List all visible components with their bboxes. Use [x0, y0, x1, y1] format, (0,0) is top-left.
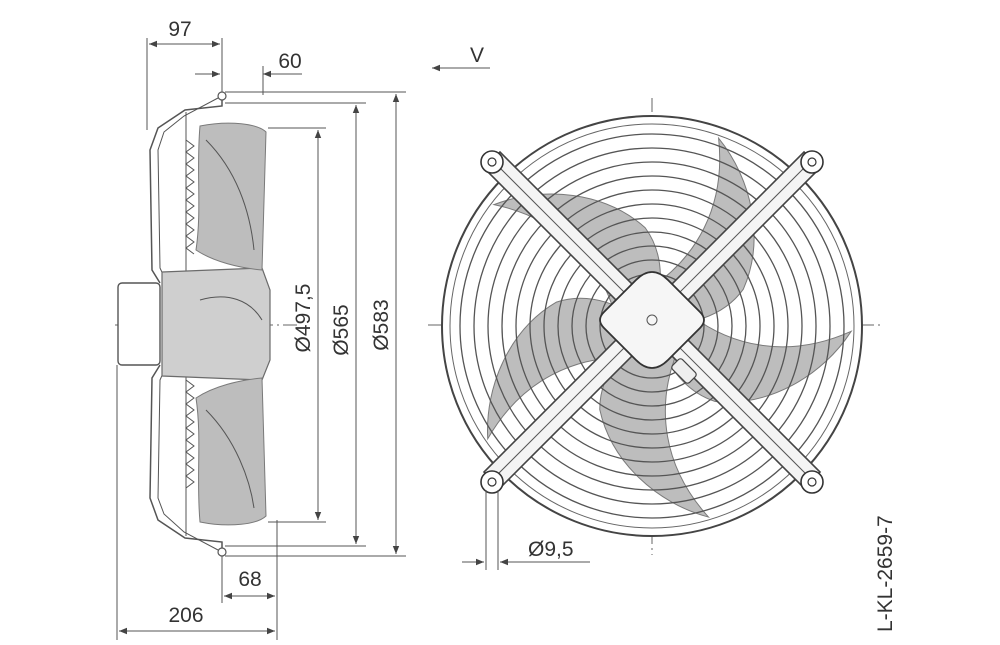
dim-label-97: 97: [168, 18, 191, 41]
mount-holes: [480, 150, 824, 494]
blade-side-edges: [199, 139, 263, 509]
guard-ring: [501, 175, 803, 477]
mount-hole-top-left-inner: [487, 157, 497, 167]
mount-hole-bottom-left-inner: [487, 477, 497, 487]
guard-ring: [571, 245, 733, 407]
guard-rings: [459, 133, 845, 519]
drawing-code: L-KL-2659-7: [874, 515, 897, 632]
hub-plate: [599, 271, 705, 369]
guard-ring: [529, 203, 775, 449]
mount-hole-bottom-right-inner: [807, 477, 817, 487]
guard-ring: [459, 133, 845, 519]
dim-label-blade-diameter: Ø497,5: [292, 284, 315, 353]
cable-gland: [671, 358, 697, 384]
front-view: [428, 98, 880, 555]
guard-ring: [557, 231, 747, 421]
motor-body: [117, 282, 161, 366]
mounting-frame-inner: [157, 97, 219, 551]
dim-label-565: Ø565: [330, 304, 353, 355]
guard-ring: [585, 259, 719, 393]
side-dimensions: 97 60 Ø497,5 Ø565 Ø583 68 206: [116, 18, 406, 640]
front-dimensions: Ø9,5 V: [432, 44, 590, 570]
frame-bottom-lug: [217, 547, 227, 557]
cable-gland-body: [671, 358, 697, 384]
guard-ring: [473, 147, 831, 505]
airflow-label: V: [470, 44, 484, 67]
guard-rings-profile: [185, 139, 195, 489]
housing-inner-ring: [449, 123, 855, 529]
rotor-hub: [161, 267, 271, 381]
blade-side-lower: [195, 377, 267, 526]
blade-side-upper: [195, 122, 267, 271]
mounting-frame: [149, 92, 223, 556]
mount-hole-top-right-inner: [807, 157, 817, 167]
guard-ring: [487, 161, 817, 491]
frame-top-lug: [217, 91, 227, 101]
dim-label-68: 68: [238, 568, 261, 591]
guard-ring: [515, 189, 789, 463]
dim-label-583: Ø583: [370, 299, 393, 350]
dim-label-hole: Ø9,5: [528, 538, 574, 561]
dim-label-206: 206: [168, 604, 203, 627]
guard-ring: [543, 217, 761, 435]
side-view: [115, 91, 300, 557]
dim-label-60: 60: [278, 50, 301, 73]
hub-center: [646, 314, 658, 326]
